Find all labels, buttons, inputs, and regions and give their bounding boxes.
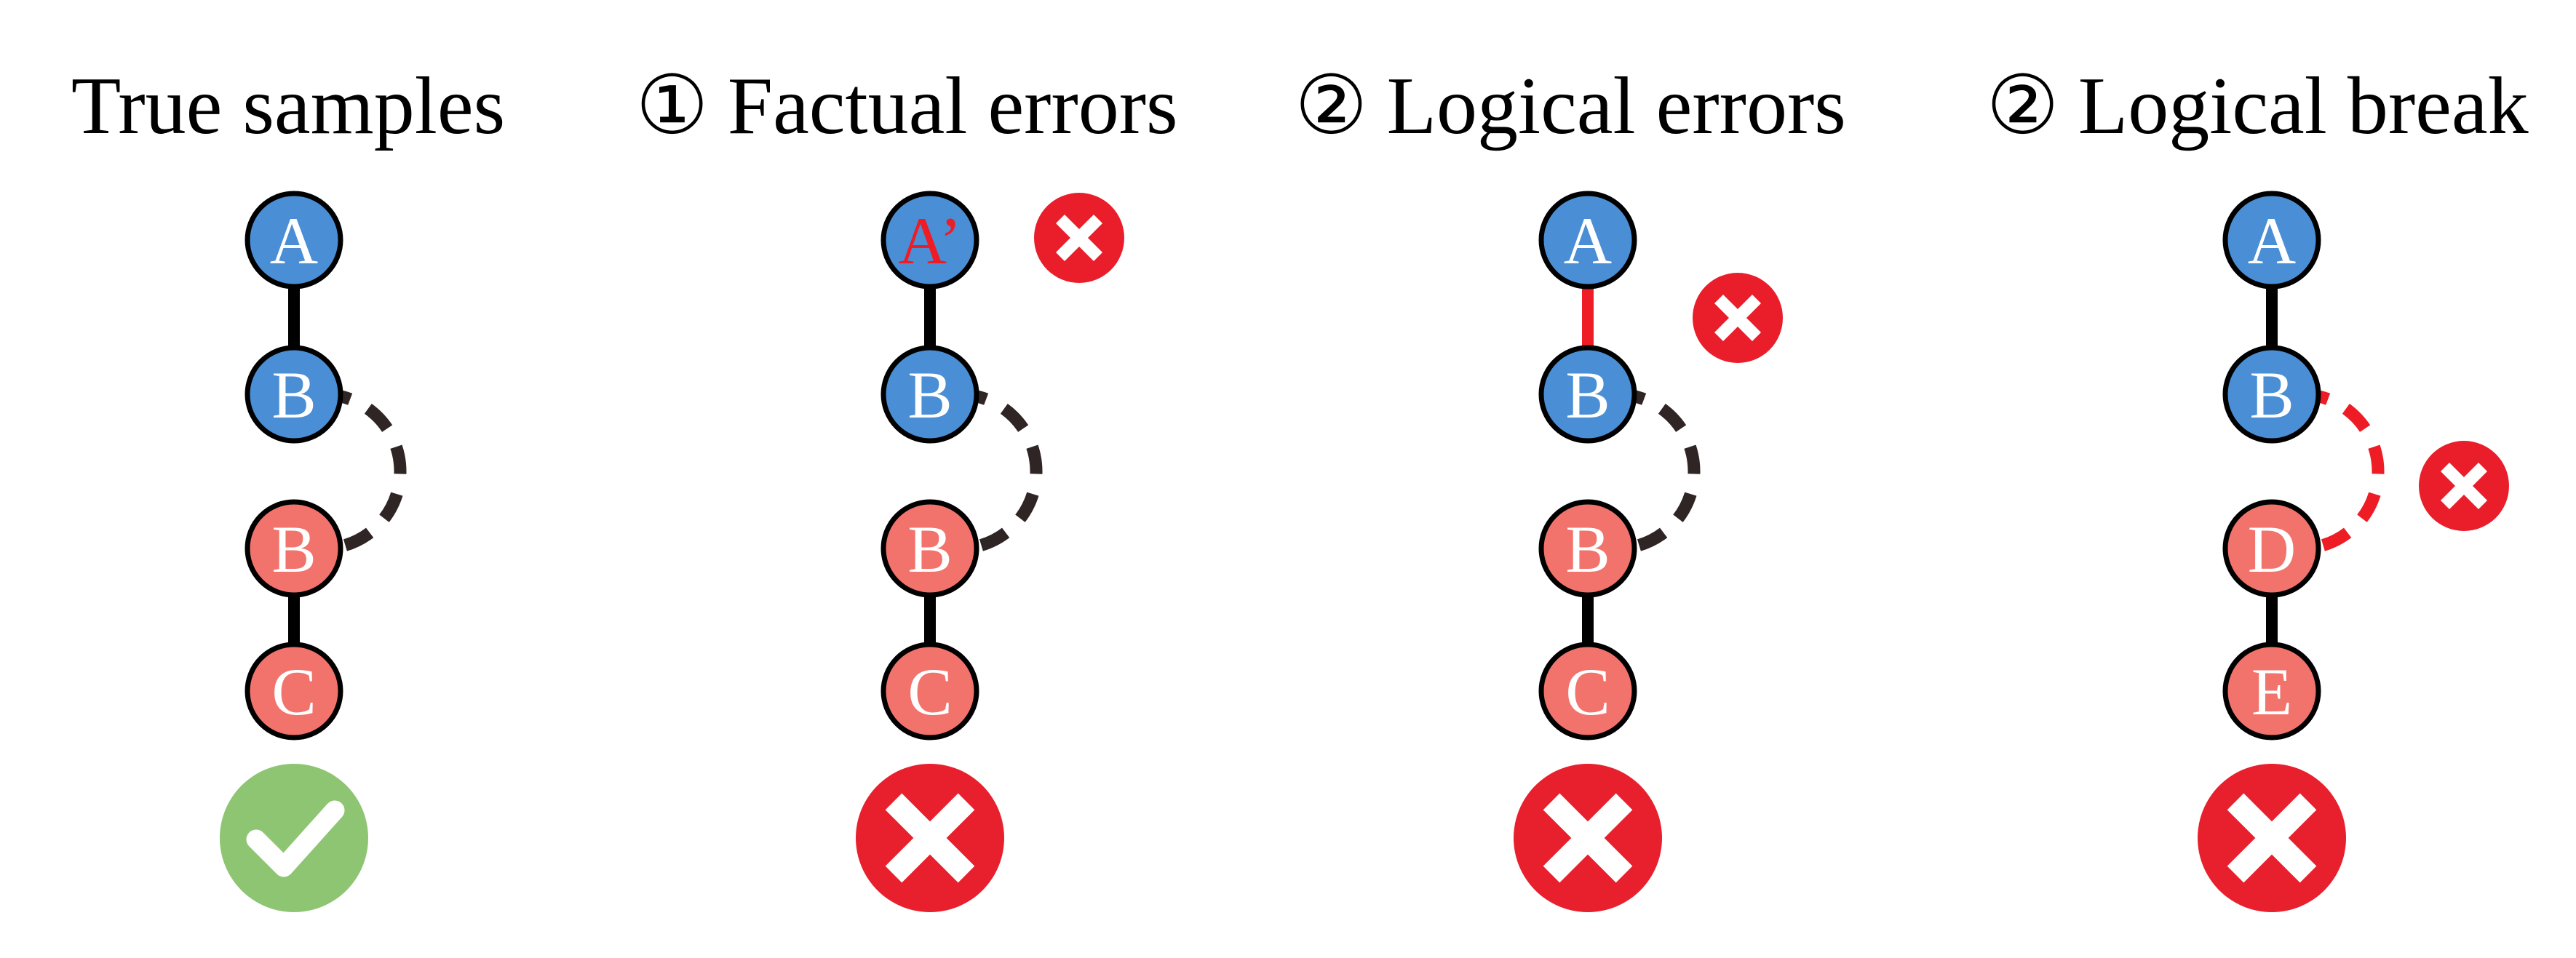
column-title-text: Logical errors	[1387, 61, 1846, 151]
error-x-badge	[1693, 273, 1783, 363]
x-icon	[2440, 462, 2488, 510]
node-label: B	[907, 512, 952, 586]
result-x-icon	[856, 764, 1004, 912]
node-circle-logical-break-0	[2222, 191, 2321, 290]
column-title-text: True samples	[71, 61, 505, 151]
node-circle-factual-errors-3	[880, 642, 979, 741]
error-x-badge	[1034, 193, 1124, 283]
node-circle-logical-errors-1	[1538, 345, 1637, 444]
node-label: A’	[899, 204, 962, 278]
result-check-icon	[220, 764, 368, 912]
node-circle-factual-errors-2	[880, 499, 979, 598]
node-circle-true-samples-2	[245, 499, 343, 598]
node-label: B	[271, 358, 316, 432]
relation-arc-dashed-dark	[1616, 388, 1701, 555]
node-circle-logical-break-2	[2222, 499, 2321, 598]
relation-arc-dashed-dark	[958, 388, 1043, 555]
node-circle-logical-errors-0	[1538, 191, 1637, 290]
column-title: True samples	[71, 61, 505, 151]
node-circle-logical-errors-3	[1538, 642, 1637, 741]
relation-arc-dashed-red	[2300, 388, 2385, 555]
node-circle-true-samples-0	[245, 191, 343, 290]
node-label: B	[907, 358, 952, 432]
node-circle-logical-break-3	[2222, 642, 2321, 741]
result-x-icon	[1514, 764, 1662, 912]
x-icon	[885, 793, 975, 883]
x-icon	[2227, 793, 2317, 883]
result-x-icon	[2198, 764, 2346, 912]
circled-number: ①	[635, 58, 708, 153]
relation-arc-dashed-dark	[322, 388, 407, 555]
node-circle-true-samples-3	[245, 642, 343, 741]
check-icon	[246, 800, 345, 877]
node-circle-logical-errors-2	[1538, 499, 1637, 598]
node-label: A	[270, 204, 318, 278]
x-icon	[1543, 793, 1633, 883]
node-circle-logical-break-1	[2222, 345, 2321, 444]
error-x-badge	[2419, 441, 2509, 531]
node-circle-true-samples-1	[245, 345, 343, 444]
node-label: D	[2248, 512, 2296, 586]
node-label: A	[2248, 204, 2296, 278]
node-circle-factual-errors-1	[880, 345, 979, 444]
node-label: B	[1565, 358, 1610, 432]
node-label: B	[2249, 358, 2294, 432]
node-label: B	[271, 512, 316, 586]
node-label: C	[907, 655, 952, 729]
node-label: A	[1564, 204, 1612, 278]
circled-number: ②	[1295, 58, 1367, 153]
x-icon	[1055, 214, 1103, 262]
x-icon	[1714, 294, 1762, 342]
node-label: E	[2251, 655, 2292, 729]
column-title-text: Logical break	[2078, 61, 2529, 151]
result-circle	[220, 764, 368, 912]
node-label: B	[1565, 512, 1610, 586]
circled-number: ②	[1986, 58, 2059, 153]
node-circle-factual-errors-0	[880, 191, 979, 290]
column-title-text: Factual errors	[728, 61, 1178, 151]
node-label: C	[271, 655, 316, 729]
node-label: C	[1565, 655, 1610, 729]
